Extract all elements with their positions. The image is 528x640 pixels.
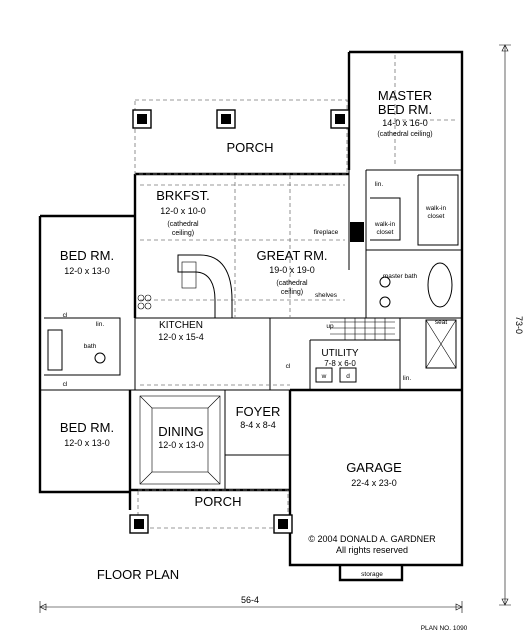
dining-name: DINING	[158, 424, 204, 439]
master-sink-1	[379, 276, 391, 288]
width-dimension: 56-4	[241, 595, 259, 605]
shelves-label: shelves	[315, 292, 338, 299]
depth-dimension-line	[499, 44, 511, 606]
cooktop	[137, 294, 152, 310]
bed-bath-sink	[94, 352, 106, 364]
bath-walls	[44, 317, 121, 376]
lin-garage-label: lin.	[403, 375, 412, 382]
bed-bath-tub	[47, 329, 63, 371]
porch-top-name: PORCH	[227, 140, 274, 155]
brkfst-note-2: ceiling)	[172, 230, 194, 237]
bed-west-wall	[38, 216, 130, 494]
porch-posts-top	[132, 109, 350, 129]
master-tub	[427, 262, 453, 308]
fireplace-hearth	[350, 222, 364, 242]
porch-top-outline	[134, 99, 348, 175]
utility-name: UTILITY	[321, 348, 359, 359]
w-label: w	[321, 373, 327, 380]
dining-tray-ceiling	[139, 395, 221, 485]
utility-dims: 7-8 x 6-0	[324, 359, 356, 368]
interior-walls	[40, 169, 462, 490]
great-name: GREAT RM.	[256, 248, 327, 263]
master-wing-wall	[349, 50, 464, 370]
bed-top-dims: 12-0 x 13-0	[64, 266, 110, 276]
cl-foyer-label: cl	[286, 363, 291, 370]
kitchen-island	[177, 254, 233, 319]
porch-posts-bottom	[129, 514, 293, 534]
garage-walls	[288, 370, 464, 567]
garage-name: GARAGE	[346, 460, 402, 475]
garage-dims: 22-4 x 23-0	[351, 478, 397, 488]
brkfst-dims: 12-0 x 10-0	[160, 206, 206, 216]
bed-bottom-name: BED RM.	[60, 420, 114, 435]
up-label: up	[326, 323, 334, 330]
master-note: (cathedral ceiling)	[377, 131, 432, 138]
bed-top-name: BED RM.	[60, 248, 114, 263]
plan-title: FLOOR PLAN	[97, 567, 179, 582]
seat-label: seat	[435, 319, 447, 326]
great-dims: 19-0 x 19-0	[269, 265, 315, 275]
walkin-right-label: walk-in	[425, 205, 447, 212]
cl-bed2-label: cl	[63, 381, 68, 388]
bed-bottom-dims: 12-0 x 13-0	[64, 438, 110, 448]
copyright-line2: All rights reserved	[336, 545, 408, 555]
shower-x	[425, 319, 457, 369]
master-name-1: MASTER	[378, 88, 432, 103]
brkfst-name: BRKFST.	[156, 188, 209, 203]
lin-bed-label: lin.	[96, 321, 105, 328]
walkin-left-walls	[370, 197, 401, 241]
storage-label: storage	[361, 571, 383, 578]
porch-bottom-outline	[137, 489, 289, 529]
copyright-line1: © 2004 DONALD A. GARDNER	[308, 534, 436, 544]
brkfst-note-1: (cathedral	[167, 221, 199, 228]
stairs	[330, 318, 395, 340]
dryer	[339, 367, 357, 383]
walkin-left-label: walk-in	[374, 221, 396, 228]
great-note-2: ceiling)	[281, 289, 303, 296]
kitchen-dims: 12-0 x 15-4	[158, 332, 204, 342]
walkin-right-walls	[417, 174, 459, 246]
exterior-walls	[38, 50, 464, 567]
washer	[315, 367, 333, 383]
depth-dimension: 73-0	[514, 316, 524, 334]
kitchen-name: KITCHEN	[159, 320, 203, 331]
foyer-name: FOYER	[236, 404, 281, 419]
storage-bump	[338, 565, 404, 582]
d-label: d	[346, 373, 350, 380]
foyer-dims: 8-4 x 8-4	[240, 420, 276, 430]
closet-right-label: closet	[428, 213, 445, 220]
cl-bed-label: cl	[63, 312, 68, 319]
closet-left-label: closet	[377, 229, 394, 236]
bath-label: bath	[84, 343, 97, 350]
fireplace-label: fireplace	[314, 229, 339, 236]
dashed-lines	[134, 55, 455, 529]
kitchen-sink	[181, 261, 197, 289]
master-bath-label: master bath	[383, 273, 418, 280]
lin-top-label: lin.	[375, 181, 384, 188]
width-dimension-line	[39, 601, 463, 613]
porch-bottom-name: PORCH	[195, 494, 242, 509]
master-sink-2	[379, 296, 391, 308]
dining-dims: 12-0 x 13-0	[158, 440, 204, 450]
master-dims: 14-0 x 16-0	[382, 118, 428, 128]
master-shower	[425, 319, 457, 369]
plan-number: PLAN NO. 1090	[421, 625, 468, 632]
great-note-1: (cathedral	[276, 280, 308, 287]
master-name-2: BED RM.	[378, 102, 432, 117]
